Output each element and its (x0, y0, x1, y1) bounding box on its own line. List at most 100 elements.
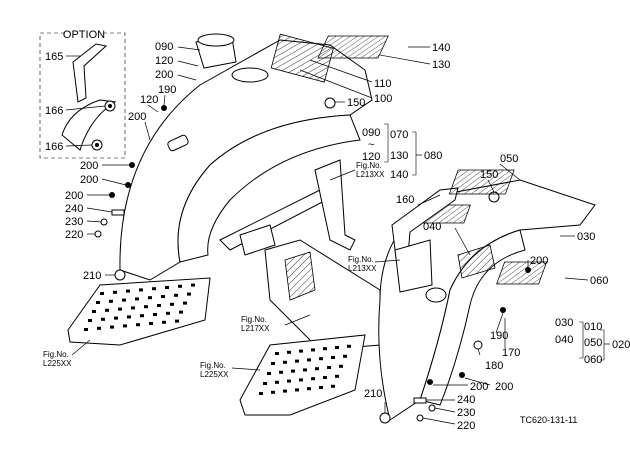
callout-170: 170 (502, 347, 520, 359)
callout-labels: 090 120 200 190 120 200 140 130 110 100 … (65, 41, 630, 432)
floor-mat-140 (317, 35, 389, 59)
step-perforation (123, 324, 127, 328)
step-perforation (331, 384, 335, 388)
step-perforation (140, 314, 144, 318)
step-perforation (343, 354, 347, 358)
step-perforation (174, 293, 178, 297)
group-label-120: 120 (362, 151, 380, 163)
step-perforation (100, 292, 104, 295)
step-perforation (109, 299, 113, 303)
step-perforation (127, 315, 131, 319)
leader-200b (144, 121, 151, 141)
callout-060: 060 (590, 275, 608, 287)
left-fender-bolt-190 (161, 105, 167, 111)
option-label-166a: 166 (45, 105, 63, 117)
step-perforation (319, 386, 323, 389)
step-perforation (187, 292, 191, 296)
step-perforation (299, 378, 303, 382)
leader-120a (177, 60, 199, 67)
leader-200a (177, 74, 197, 81)
step-perforation (139, 288, 143, 292)
group-bracket-010 (579, 321, 584, 359)
drawing-code: TC620-131-11 (520, 415, 577, 425)
option-grip-handle (72, 43, 108, 103)
step-perforation (311, 348, 315, 352)
leader-160 (417, 194, 441, 206)
callout-200a: 200 (155, 69, 173, 81)
step-perforation (271, 390, 275, 394)
step-perforation (191, 283, 195, 287)
step-perforation (183, 301, 187, 305)
right-bolt-190 (500, 307, 506, 313)
leader-090 (177, 46, 201, 51)
callout-160: 160 (396, 194, 414, 206)
callout-140: 140 (432, 42, 450, 54)
right-step-body (239, 334, 366, 416)
callout-120b: 120 (140, 94, 158, 106)
leader-180 (477, 348, 481, 356)
option-leader-166a (65, 105, 106, 111)
option-title-bg (66, 29, 102, 39)
step-perforation (331, 356, 335, 359)
option-box: OPTION 165 166 166 (39, 29, 126, 159)
left-upright-bracket (314, 159, 356, 251)
step-perforation (327, 366, 331, 369)
step-perforation (339, 364, 343, 368)
step-perforation (148, 296, 152, 300)
callout-200c: 200 (80, 160, 98, 172)
left-fender-mat (270, 33, 334, 83)
step-perforation (166, 311, 170, 315)
right-screw-240 (413, 397, 427, 404)
step-perforation (275, 352, 279, 355)
callout-050: 050 (500, 153, 518, 165)
group-label-030: 030 (555, 317, 573, 329)
step-perforation (335, 346, 339, 349)
step-perforation (315, 367, 319, 371)
callout-100: 100 (374, 93, 392, 105)
leader-190b (495, 312, 504, 334)
leader-l225a (71, 339, 91, 356)
step-perforation (259, 392, 263, 395)
callout-200g: 200 (470, 381, 488, 393)
callout-110: 110 (374, 78, 392, 90)
step-perforation (88, 319, 92, 322)
option-label-166b: 166 (45, 141, 63, 153)
step-perforation (165, 286, 169, 289)
leader-040 (454, 227, 471, 256)
leader-l217 (284, 314, 311, 326)
left-step-plate (67, 277, 211, 346)
right-bolt-180 (473, 340, 483, 350)
step-perforation (170, 302, 174, 306)
group-label-070: 070 (390, 129, 408, 141)
step-perforation (161, 295, 165, 298)
group-label-050: 050 (584, 337, 602, 349)
callout-230b: 230 (457, 407, 475, 419)
left-support-brackets (219, 159, 356, 256)
step-perforation (113, 290, 117, 294)
figure-references: Fig.No. L213XX Fig.No. L213XX Fig.No. L2… (43, 161, 385, 379)
callout-240b: 240 (457, 394, 475, 406)
group-label-tilde: ~ (368, 139, 374, 151)
step-perforation (335, 374, 339, 378)
step-perforation (287, 350, 291, 354)
left-fender-bolt-150 (324, 97, 336, 109)
step-perforation (118, 307, 122, 311)
callout-200f: 200 (530, 255, 548, 267)
callout-220b: 220 (457, 420, 475, 432)
fig-l213a-line2: L213XX (356, 170, 385, 179)
step-perforation (271, 362, 275, 365)
step-perforation (101, 317, 105, 321)
callout-040a: 040 (423, 221, 441, 233)
leader-130 (379, 54, 431, 65)
group-bracket-020 (600, 329, 605, 361)
step-perforation (97, 326, 101, 330)
leader-060 (564, 277, 589, 281)
left-mount-plate (239, 224, 276, 256)
group-label-140: 140 (390, 169, 408, 181)
fig-l217-line1: Fig.No. (241, 315, 267, 324)
leader-200h (464, 377, 491, 386)
right-nut-210 (379, 412, 391, 424)
right-bolt-200b (459, 372, 465, 378)
option-bolt-lower-head (95, 143, 99, 147)
step-perforation (287, 379, 291, 383)
